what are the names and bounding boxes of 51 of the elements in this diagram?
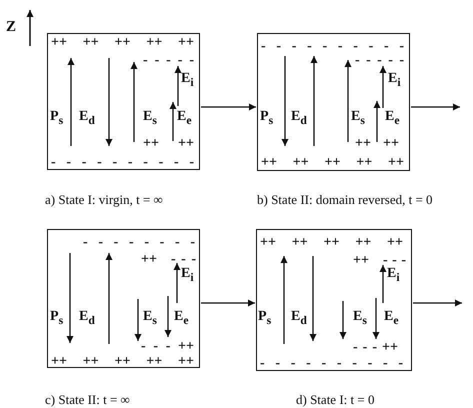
charge-row: ++ <box>141 253 157 267</box>
axis-label: Z <box>6 20 16 34</box>
charge-row: - - - - - - - - <box>83 236 195 250</box>
charge-row: - - - ++ <box>141 340 194 354</box>
panel-caption: d) State I: t = 0 <box>296 392 374 408</box>
arrow <box>201 104 256 110</box>
charge-row: - - - - - <box>143 54 194 68</box>
field-label: E$_{d}$ <box>79 110 95 128</box>
panel-caption: c) State II: t = ∞ <box>45 392 130 408</box>
field-label: E$_{s}$ <box>143 310 157 328</box>
field-label: E$_{i}$ <box>388 72 401 90</box>
arrow <box>413 300 462 306</box>
field-label: E$_{e}$ <box>174 310 189 328</box>
panel-caption: a) State I: virgin, t = ∞ <box>45 192 163 208</box>
domain-panel <box>257 33 410 171</box>
field-label: E$_{s}$ <box>353 310 367 328</box>
field-label: E$_{i}$ <box>181 72 194 90</box>
field-label: E$_{i}$ <box>181 267 194 285</box>
domain-panel <box>47 229 200 368</box>
charge-row: - - - - - - - - - - <box>261 40 404 54</box>
charge-row: ++ ++ ++ ++ ++ <box>51 36 194 50</box>
arrow <box>201 300 255 306</box>
field-label: E$_{e}$ <box>385 110 400 128</box>
field-label: E$_{e}$ <box>177 110 192 128</box>
charge-row: ++ ++ <box>143 137 194 151</box>
panel-caption: b) State II: domain reversed, t = 0 <box>257 192 433 208</box>
field-label: E$_{s}$ <box>143 110 157 128</box>
field-label: P$_{s}$ <box>50 310 64 328</box>
field-label: E$_{s}$ <box>351 110 365 128</box>
charge-row: ++ <box>353 254 369 268</box>
charge-row: ++ ++ ++ ++ ++ <box>51 355 194 369</box>
charge-row: ++ ++ ++ ++ ++ <box>260 236 403 250</box>
charge-row: ++ ++ <box>355 137 399 151</box>
field-label: E$_{d}$ <box>291 310 307 328</box>
charge-row: - - - - - - - - - - <box>51 156 194 170</box>
charge-row: ++ ++ ++ ++ ++ <box>261 156 404 170</box>
field-label: P$_{s}$ <box>50 110 64 128</box>
field-label: P$_{s}$ <box>260 110 274 128</box>
arrow <box>411 104 460 110</box>
charge-row: - - - - - <box>355 54 404 68</box>
field-label: E$_{d}$ <box>79 310 95 328</box>
field-label: E$_{e}$ <box>384 310 399 328</box>
charge-row: - - - <box>383 254 406 268</box>
charge-row: - - - ++ <box>353 341 398 355</box>
domain-panel <box>256 229 412 371</box>
field-label: E$_{i}$ <box>387 267 400 285</box>
domain-panel <box>47 33 200 170</box>
charge-row: - - - - - - - - - - <box>260 357 403 371</box>
charge-row: - - - <box>171 253 196 267</box>
field-label: P$_{s}$ <box>258 310 272 328</box>
field-label: E$_{d}$ <box>291 110 307 128</box>
